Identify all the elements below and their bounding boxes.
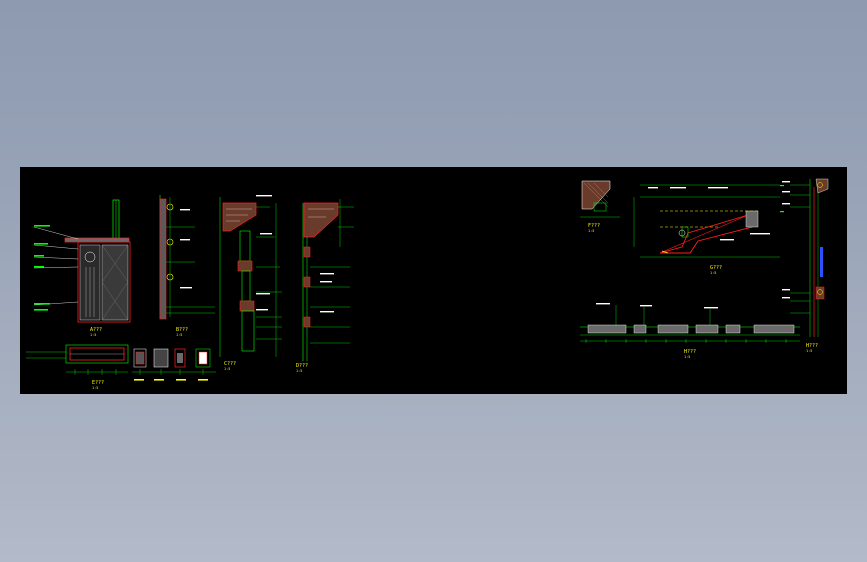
detail-a-elevation: A??? 1:5 xyxy=(33,199,131,337)
detail-h-title: H??? xyxy=(684,349,696,355)
detail-a-title: A??? xyxy=(90,327,102,333)
detail-b-section: B??? 1:5 xyxy=(159,195,215,337)
detail-i-scale: 1:5 xyxy=(806,349,812,353)
detail-f-scale: 1:5 xyxy=(588,229,594,233)
detail-c-title: C??? xyxy=(224,361,236,367)
detail-a-scale: 1:5 xyxy=(90,333,96,337)
detail-h-strip: H??? 1:5 xyxy=(580,303,800,359)
detail-g-section: G??? 1:5 xyxy=(633,184,780,275)
detail-g-scale: 1:5 xyxy=(710,271,716,275)
detail-e-scale: 1:5 xyxy=(92,386,98,390)
detail-c-scale: 1:5 xyxy=(224,367,230,371)
detail-h-scale: 1:5 xyxy=(684,355,690,359)
detail-b-title: B??? xyxy=(176,327,188,333)
detail-d-section: D??? 1:5 xyxy=(296,199,354,373)
detail-f-corner: F??? 1:5 xyxy=(580,180,620,233)
detail-e-title: E??? xyxy=(92,380,104,386)
detail-d-title: D??? xyxy=(296,363,308,369)
detail-i-title: H??? xyxy=(806,343,818,349)
detail-e-plan: E??? 1:5 xyxy=(26,344,129,390)
detail-b-scale: 1:5 xyxy=(176,333,182,337)
detail-d-scale: 1:5 xyxy=(296,369,302,373)
detail-g-title: G??? xyxy=(710,265,722,271)
detail-f-title: F??? xyxy=(588,223,600,229)
detail-c-section: C??? 1:5 xyxy=(219,195,282,371)
cad-drawing: A??? 1:5 E??? 1:5 xyxy=(26,178,829,390)
tall-section-right: H??? 1:5 xyxy=(780,178,829,353)
small-details-row xyxy=(132,348,216,381)
drawing-sheet[interactable]: A??? 1:5 E??? 1:5 xyxy=(20,167,847,394)
